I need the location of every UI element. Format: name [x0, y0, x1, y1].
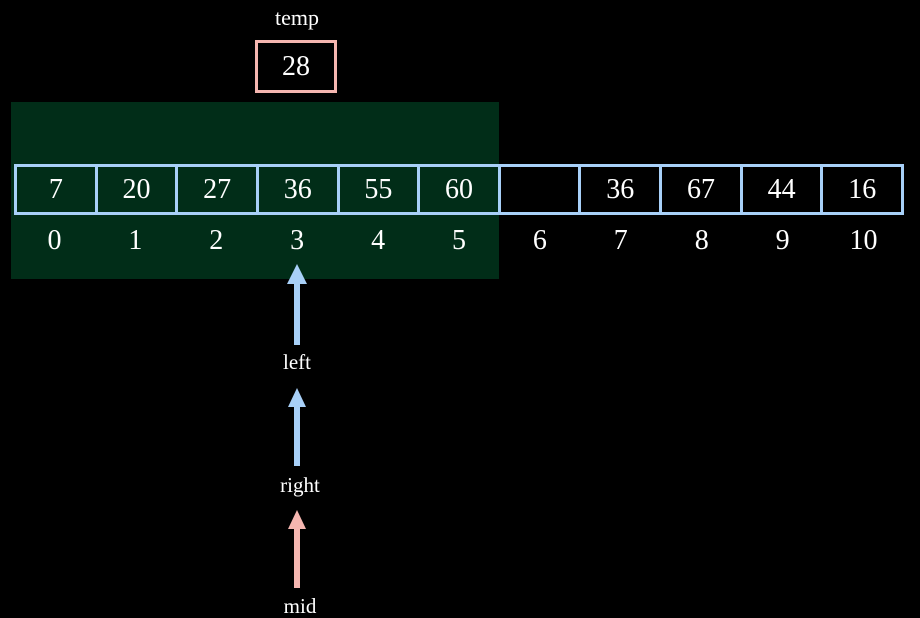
array-cell: 20 — [98, 167, 179, 212]
array-cell: 36 — [259, 167, 340, 212]
array-index: 0 — [47, 225, 62, 256]
array-cell — [501, 167, 582, 212]
right-pointer-label: right — [280, 473, 320, 497]
array-indices: 0 1 2 3 4 5 6 7 8 9 10 — [14, 222, 904, 260]
array-index: 5 — [451, 225, 466, 256]
mid-pointer-arrow — [288, 510, 306, 588]
left-pointer-label: left — [283, 350, 311, 374]
array-index: 3 — [290, 225, 305, 256]
array-cell: 44 — [743, 167, 824, 212]
array-index: 4 — [371, 225, 386, 256]
array-cell: 27 — [178, 167, 259, 212]
array-cells: 7 20 27 36 55 60 36 67 44 16 — [14, 164, 904, 215]
array-index: 7 — [613, 225, 628, 256]
temp-label: temp — [275, 5, 319, 30]
array-index: 10 — [849, 225, 878, 256]
array-cell: 67 — [662, 167, 743, 212]
array-cell: 60 — [420, 167, 501, 212]
array-index: 8 — [694, 225, 709, 256]
temp-value-box: 28 — [255, 40, 337, 93]
array-index: 2 — [209, 225, 224, 256]
array-cell: 16 — [848, 174, 877, 205]
array-cell: 36 — [581, 167, 663, 212]
array-index: 6 — [532, 225, 547, 256]
left-pointer-arrow — [287, 264, 307, 345]
array-cell: 55 — [340, 167, 421, 212]
array-cell: 7 — [17, 167, 98, 212]
right-pointer-arrow — [288, 388, 306, 466]
mid-pointer-label: mid — [283, 594, 317, 618]
array-index: 1 — [128, 225, 143, 256]
array-index: 9 — [775, 225, 790, 256]
